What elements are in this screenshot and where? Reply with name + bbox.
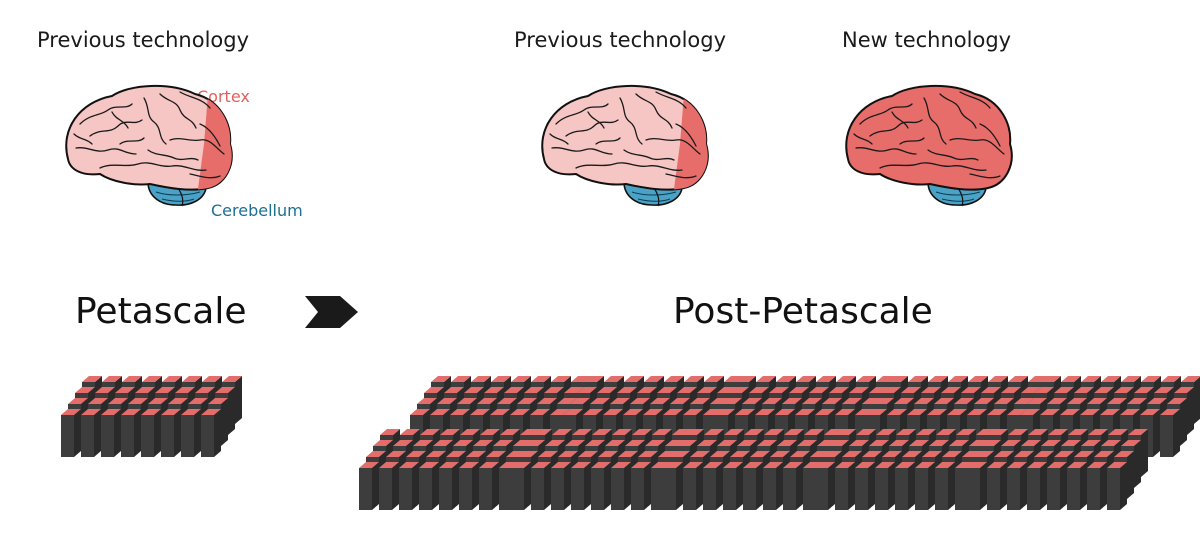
post-petascale-block-front-5 [967,429,1148,510]
rack-unit [551,462,571,510]
rack-unit [855,462,875,510]
rack-unit [399,462,419,510]
rack-unit [935,462,955,510]
rack-unit [987,462,1007,510]
rack-unit [895,462,915,510]
rack-unit [439,462,459,510]
rack-unit [359,462,379,510]
rack-unit [201,409,221,457]
rack-unit [1027,462,1047,510]
brain-new [845,85,1013,207]
rack-unit [511,462,531,510]
heading-new-technology: New technology [842,28,1012,52]
rack-unit [571,462,591,510]
rack-unit [915,462,935,510]
rack-unit [419,462,439,510]
rack-unit [967,462,987,510]
rack-unit [1067,462,1087,510]
rack-unit [101,409,121,457]
rack-unit [683,462,703,510]
rack-unit [1007,462,1027,510]
rack-unit [631,462,651,510]
heading-previous-technology-middle: Previous technology [514,28,727,52]
arrow-right-icon [305,296,358,328]
rack-unit [61,409,81,457]
brain-previous [542,86,736,206]
rack-unit [663,462,683,510]
rack-unit [723,462,743,510]
cortex-shape [845,85,1013,191]
rack-unit [459,462,479,510]
rack-unit [763,462,783,510]
petascale-title: Petascale [75,291,247,332]
post-petascale-block-front-2 [511,429,692,510]
rack-unit [479,462,499,510]
rack-unit [81,409,101,457]
rack-unit [379,462,399,510]
brain-previous-labeled [66,86,260,206]
rack-unit [783,462,803,510]
rack-unit [703,462,723,510]
rack-unit [835,462,855,510]
rack-unit [161,409,181,457]
rack-unit [181,409,201,457]
heading-previous-technology-left: Previous technology [37,28,250,52]
supercomputer-racks [61,376,1200,510]
rack-unit [1087,462,1107,510]
rack-unit [611,462,631,510]
rack-unit [1047,462,1067,510]
rack-unit [121,409,141,457]
cerebellum-label: Cerebellum [211,201,303,220]
rack-unit [591,462,611,510]
post-petascale-title: Post-Petascale [673,291,933,332]
rack-unit [141,409,161,457]
rack-unit [1160,409,1180,457]
rack-unit [1107,462,1127,510]
rack-unit [815,462,835,510]
rack-unit [531,462,551,510]
rack-unit [875,462,895,510]
rack-unit [743,462,763,510]
petascale-block [61,376,242,457]
